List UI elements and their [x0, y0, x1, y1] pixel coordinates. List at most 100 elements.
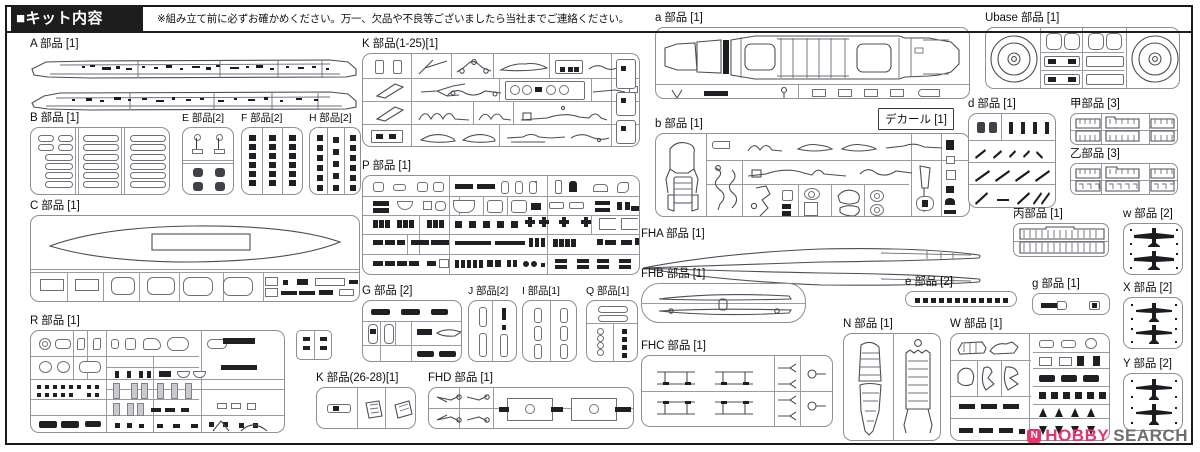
watermark-brand-primary: HOBBY — [1045, 426, 1110, 445]
part-sprue-G — [362, 300, 462, 362]
part-label-a: a 部品 [1] — [655, 12, 703, 24]
part-group-g: g 部品 [1] — [1032, 278, 1110, 315]
part-group-C: C 部品 [1] — [30, 200, 360, 302]
part-label-C: C 部品 [1] — [30, 200, 80, 212]
part-sprue-R-aux — [296, 330, 332, 360]
part-label-J: J 部品[2] — [468, 285, 509, 297]
part-label-E: E 部品[2] — [182, 112, 224, 124]
part-sprue-hei — [1013, 223, 1109, 257]
part-group-FHD: FHD 部品 [1] — [428, 372, 634, 429]
part-sprue-F — [241, 127, 303, 195]
part-sprue-FHB — [641, 283, 806, 323]
part-label-H: H 部品[2] — [309, 112, 352, 124]
part-sprue-Ubase — [985, 27, 1180, 89]
part-group-d: d 部品 [1] — [968, 98, 1056, 208]
part-label-kou: 甲部品 [3] — [1070, 98, 1120, 110]
part-sprue-a — [655, 27, 970, 99]
part-label-I: I 部品[1] — [522, 285, 560, 297]
part-label-K1: K 部品(1-25)[1] — [362, 38, 439, 50]
part-group-hei: 丙部品 [1] — [1013, 208, 1109, 257]
part-sprue-J — [468, 300, 517, 362]
part-label-K26: K 部品(26-28)[1] — [316, 372, 399, 384]
part-label-G: G 部品 [2] — [362, 285, 413, 297]
part-group-Ubase: Ubase 部品 [1] — [985, 12, 1180, 89]
part-sprue-C — [30, 215, 360, 302]
part-sprue-K26 — [316, 387, 416, 429]
part-sprue-kou — [1070, 113, 1178, 145]
header-banner — [11, 6, 143, 31]
part-group-J: J 部品[2] — [468, 285, 517, 362]
part-group-R-aux — [296, 330, 332, 360]
part-group-kou: 甲部品 [3] — [1070, 98, 1178, 145]
part-sprue-FHA — [641, 243, 989, 291]
part-label-b: b 部品 [1] — [655, 118, 703, 130]
part-sprue-FHC — [641, 355, 833, 427]
header-rule — [7, 31, 1191, 33]
part-label-FHD: FHD 部品 [1] — [428, 372, 493, 384]
part-label-Y: Y 部品 [2] — [1123, 358, 1172, 370]
part-sprue-w — [1123, 223, 1183, 275]
part-label-FHA: FHA 部品 [1] — [641, 228, 705, 240]
part-label-N: N 部品 [1] — [843, 318, 893, 330]
part-sprue-Q — [586, 300, 638, 362]
part-group-K1: K 部品(1-25)[1] — [362, 38, 640, 147]
part-label-FHC: FHC 部品 [1] — [641, 340, 706, 352]
part-label-d: d 部品 [1] — [968, 98, 1016, 110]
part-label-w: w 部品 [2] — [1123, 208, 1173, 220]
part-group-P: P 部品 [1] — [362, 160, 640, 275]
part-label-X: X 部品 [2] — [1123, 282, 1173, 294]
part-group-H: H 部品[2] — [309, 112, 361, 195]
hobby-search-logo-icon: N — [1027, 429, 1042, 443]
part-group-X: X 部品 [2] — [1123, 282, 1183, 349]
part-sprue-N — [843, 333, 941, 441]
part-group-W: W 部品 [1] — [950, 318, 1110, 441]
part-sprue-d — [968, 113, 1056, 208]
part-label-P: P 部品 [1] — [362, 160, 411, 172]
header-banner-slant — [125, 6, 141, 31]
watermark: N HOBBY SEARCH — [1027, 426, 1188, 446]
part-group-Q: Q 部品[1] — [586, 285, 638, 362]
part-sprue-X — [1123, 297, 1183, 349]
part-group-G: G 部品 [2] — [362, 285, 462, 362]
part-label-g: g 部品 [1] — [1032, 278, 1080, 290]
part-label-FHB: FHB 部品 [1] — [641, 268, 706, 280]
part-group-e: e 部品 [2] — [905, 276, 1017, 307]
part-label-B: B 部品 [1] — [30, 112, 80, 124]
part-sprue-E — [182, 127, 234, 195]
part-group-E: E 部品[2] — [182, 112, 234, 195]
part-group-A: A 部品 [1] — [30, 38, 360, 111]
part-sprue-otsu — [1070, 163, 1178, 195]
part-sprue-e — [905, 291, 1017, 307]
part-group-FHC: FHC 部品 [1] — [641, 340, 833, 427]
part-group-R: R 部品 [1] — [30, 315, 305, 433]
part-group-b: b 部品 [1] — [655, 118, 970, 217]
part-sprue-FHD — [428, 387, 634, 429]
part-group-w: w 部品 [2] — [1123, 208, 1183, 275]
part-sprue-I — [522, 300, 577, 362]
page-title: ■キット内容 — [16, 10, 104, 27]
part-label-Q: Q 部品[1] — [586, 285, 630, 297]
part-group-K26: K 部品(26-28)[1] — [316, 372, 416, 429]
part-label-R: R 部品 [1] — [30, 315, 80, 327]
part-sprue-P — [362, 175, 640, 275]
part-group-otsu: 乙部品 [3] — [1070, 148, 1178, 195]
part-label-A: A 部品 [1] — [30, 38, 79, 50]
watermark-brand-secondary: SEARCH — [1113, 426, 1188, 445]
part-sprue-b — [655, 133, 970, 217]
header-note: ※組み立て前に必ずお確かめください。万一、欠品や不良等ございましたら当社までご連… — [157, 13, 630, 25]
part-sprue-Y — [1123, 373, 1183, 431]
part-sprue-g — [1032, 293, 1110, 315]
decal-badge: デカール [1] — [878, 108, 954, 130]
part-group-FHA: FHA 部品 [1] — [641, 228, 989, 291]
part-sprue-R — [30, 330, 285, 433]
part-sprue-K1 — [362, 53, 640, 147]
part-group-F: F 部品[2] — [241, 112, 303, 195]
part-group-I: I 部品[1] — [522, 285, 577, 362]
part-group-Y: Y 部品 [2] — [1123, 358, 1183, 431]
part-group-a: a 部品 [1] — [655, 12, 970, 99]
part-group-B: B 部品 [1] — [30, 112, 170, 195]
part-label-Ubase: Ubase 部品 [1] — [985, 12, 1060, 24]
part-group-FHB: FHB 部品 [1] — [641, 268, 806, 323]
part-sprue-H — [309, 127, 361, 195]
